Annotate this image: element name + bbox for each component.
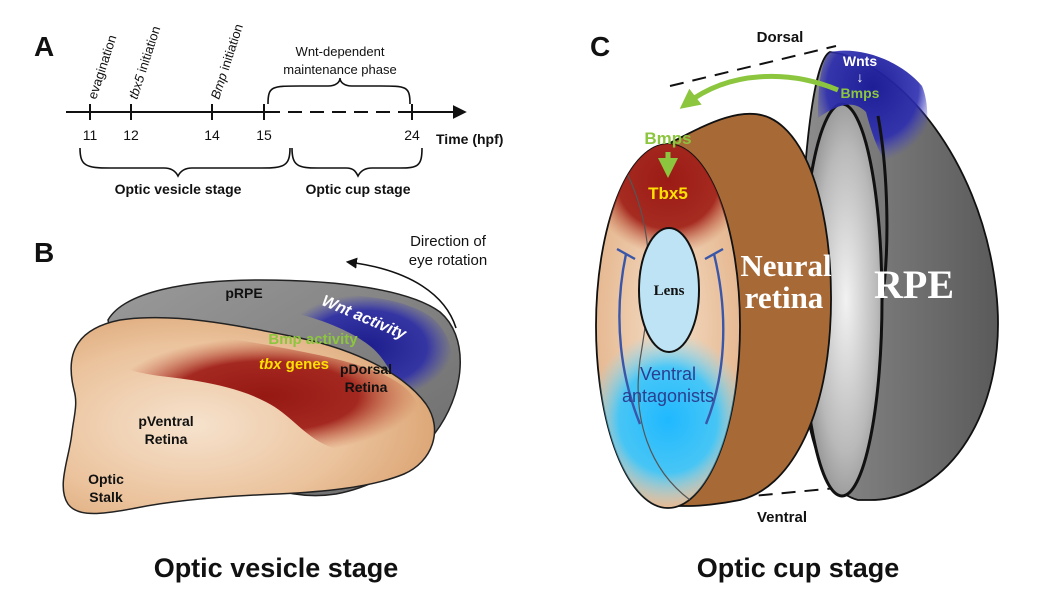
label-ventral-antagonists-line2: antagonists: [622, 386, 714, 406]
rpe-rim-edge: [876, 115, 889, 301]
title-optic-vesicle: Optic vesicle stage: [154, 553, 399, 583]
rotation-label-line1: Direction of: [410, 233, 487, 250]
panel-label-b: B: [34, 237, 54, 268]
ventral-antagonist-region: [596, 332, 740, 508]
label-tbx5: Tbx5: [648, 184, 688, 203]
tick-label: 14: [204, 127, 220, 143]
dorsal-retina-region: [111, 337, 420, 455]
eye-rotation-arrow: [345, 257, 457, 329]
label-rpe: RPE: [874, 262, 954, 307]
event-wnt-line1: Wnt-dependent: [296, 44, 385, 59]
tick-label: 24: [404, 127, 420, 143]
antagonist-arc-right: [704, 253, 725, 425]
label-pventral-line2: Retina: [145, 431, 188, 447]
vesicle-stage-brace: [79, 147, 291, 178]
lens: [638, 227, 700, 353]
label-lens: Lens: [654, 283, 685, 299]
stage-optic-cup: Optic cup stage: [305, 181, 410, 197]
label-neural-line1: Neural: [740, 248, 832, 283]
label-tbx-suffix: genes: [281, 356, 329, 373]
panel-b: B Direction of eye rotation pRPE Wnt act…: [34, 233, 487, 583]
label-pventral-line1: pVentral: [138, 413, 193, 429]
panel-c: C Dorsal Ventral Wnts ↓: [590, 29, 999, 583]
label-tbx-gene: tbx: [259, 356, 282, 373]
label-ventral-antagonists-line1: Ventral: [640, 364, 696, 384]
title-optic-cup: Optic cup stage: [697, 553, 900, 583]
wnt-phase-brace: [267, 77, 411, 105]
label-bmps: Bmps: [644, 129, 691, 148]
event-wnt-line2: maintenance phase: [283, 62, 396, 77]
label-optic-stalk-line2: Stalk: [89, 489, 123, 505]
event-evagination: evagination: [85, 33, 120, 101]
rpe-wnt-region: [818, 50, 928, 174]
label-neural-line2: retina: [745, 280, 824, 315]
axis-label: Time (hpf): [436, 131, 503, 147]
down-arrow-icon: ↓: [857, 69, 864, 85]
inhibition-bar-right: [704, 247, 724, 261]
label-prpe: pRPE: [225, 285, 262, 301]
label-bmp-activity: Bmp activity: [268, 331, 358, 348]
rotation-label-line2: eye rotation: [409, 252, 487, 269]
optic-fissure-line: [619, 159, 691, 501]
event-bmp-initiation: Bmp initiation: [208, 22, 246, 101]
event-tbx5-initiation: tbx5 initiation: [126, 24, 164, 101]
tick-label: 11: [83, 127, 98, 143]
label-tbx-genes: tbx genes: [259, 356, 329, 373]
label-dorsal: Dorsal: [757, 29, 804, 46]
cup-stage-brace: [291, 147, 423, 178]
dorsal-guide-line: [669, 45, 837, 87]
event-bmp-suffix: initiation: [216, 22, 246, 75]
label-bmps-rpe: Bmps: [841, 85, 880, 101]
wnt-activity-region: [280, 294, 453, 401]
tick-label: 15: [256, 127, 272, 143]
panel-label-a: A: [34, 31, 54, 62]
panel-label-c: C: [590, 31, 610, 62]
panel-a: A 11 12 14 15 24 Time (hpf) evagination …: [34, 22, 503, 197]
label-pdorsal-line1: pDorsal: [340, 361, 392, 377]
inhibition-bar-left: [616, 247, 636, 261]
label-ventral: Ventral: [757, 509, 807, 526]
event-tbx5-gene: tbx5: [126, 72, 148, 101]
event-tbx5-suffix: initiation: [133, 24, 163, 77]
label-optic-stalk-line1: Optic: [88, 471, 124, 487]
tick-label: 12: [123, 127, 139, 143]
label-pdorsal-line2: Retina: [345, 379, 388, 395]
stage-optic-vesicle: Optic vesicle stage: [115, 181, 242, 197]
bmp-signal-arrow: [679, 73, 839, 109]
antagonist-arc-left: [618, 253, 642, 425]
label-wnts: Wnts: [843, 53, 877, 69]
